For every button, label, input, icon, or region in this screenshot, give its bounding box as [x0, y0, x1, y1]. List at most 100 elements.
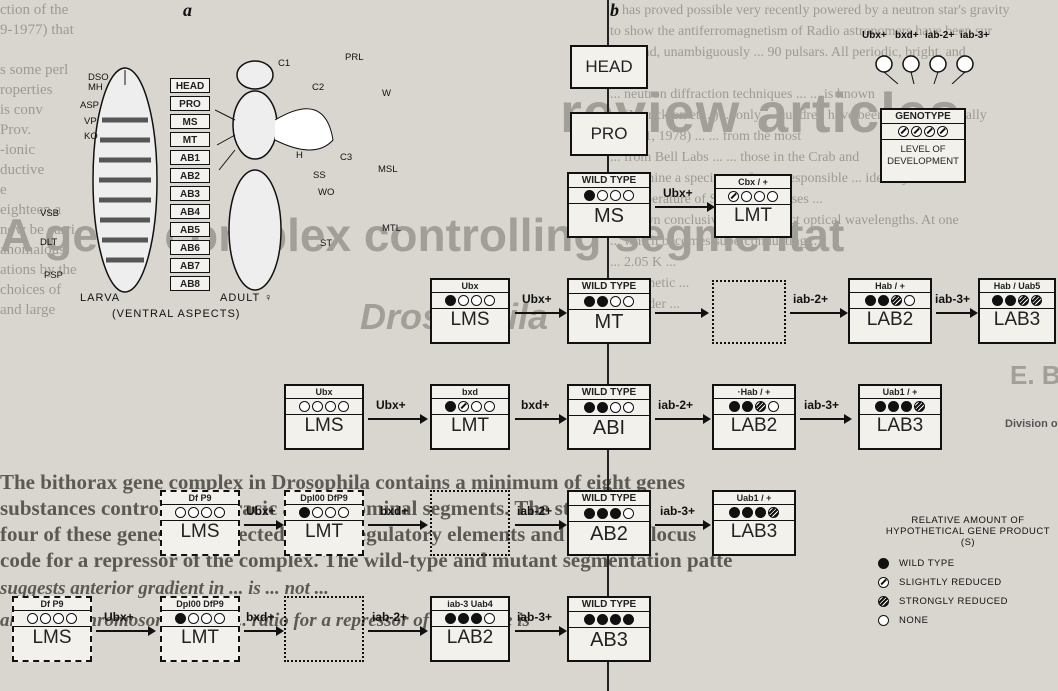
- gene-product-row: [432, 292, 508, 309]
- abstract-line: along the chromosome in the ... ratio fo…: [0, 610, 530, 631]
- gene-product-icon: [201, 507, 212, 518]
- gene-product-row: [286, 504, 362, 521]
- label-msl: MSL: [378, 164, 398, 175]
- ubx-ms-box: Ubx LMS: [430, 278, 510, 344]
- text-line: and large: [0, 302, 56, 318]
- gene-product-icon: [214, 507, 225, 518]
- arrow-label-bxd: bxd+: [521, 398, 550, 412]
- text-line: eighteen a: [0, 202, 62, 218]
- arrow-label-iab3: iab-3+: [660, 504, 696, 518]
- text-line: ... from Bell Labs ... ... those in the …: [610, 150, 860, 165]
- gene-product-row: [569, 399, 649, 416]
- gene-product-icon: [768, 401, 779, 412]
- gene-product-row: [569, 187, 649, 204]
- label-vsb: VSB: [40, 208, 60, 219]
- gene-product-icon: [66, 613, 77, 624]
- gene-product-icon: [901, 401, 912, 412]
- genotype-gene-bxd: bxd+: [895, 30, 919, 41]
- legend-item: SLIGHTLY REDUCED: [878, 573, 1058, 592]
- gene-product-row: [569, 293, 649, 310]
- legend-label: SLIGHTLY REDUCED: [899, 577, 1002, 588]
- arrow-label-iab2: iab-2+: [658, 398, 694, 412]
- gene-product-icon: [299, 507, 310, 518]
- box-label: AB3: [590, 629, 628, 651]
- head-block: HEAD: [570, 45, 648, 89]
- gene-product-row: [286, 398, 362, 415]
- box-label: MS: [594, 205, 624, 227]
- box-header: Ubx: [461, 281, 479, 291]
- box-header: ·Hab / +: [737, 387, 771, 397]
- box-header: Uab1 / +: [736, 493, 772, 503]
- legend-title: RELATIVE AMOUNT OF: [911, 515, 1025, 526]
- gene-product-icon: [888, 401, 899, 412]
- text-line: ... 1131, 1978) ... ... from the most: [610, 129, 802, 144]
- arrow: [655, 202, 715, 212]
- segment-axis-line: [607, 0, 609, 691]
- gene-product-icon: [338, 507, 349, 518]
- label-asp: ASP: [80, 100, 100, 111]
- strongly-reduced-icon: [878, 596, 889, 607]
- wild-type-icon: [878, 558, 889, 569]
- text-line: e: [0, 182, 7, 198]
- arrow: [655, 520, 711, 530]
- box-label: LMS: [180, 521, 220, 542]
- head-block-label: HEAD: [585, 57, 633, 76]
- genotype-gene-iab3: iab-3+: [960, 30, 990, 41]
- text-line: 9-1977) that: [0, 22, 74, 38]
- gene-product-icon: [214, 613, 225, 624]
- arrow-label-iab2: iab-2+: [793, 292, 829, 306]
- gene-product-row: [162, 610, 238, 627]
- ab1-wildtype-box: WILD TYPE ABI: [567, 384, 651, 450]
- gene-product-icon: [458, 613, 469, 624]
- box-label: LMT: [181, 627, 219, 648]
- gene-product-icon: [584, 190, 595, 201]
- panel-b-label: b: [610, 0, 619, 20]
- arrow-label-iab2: iab-2+: [517, 504, 553, 518]
- gene-product-icon: [610, 402, 621, 413]
- gene-product-icon: [445, 401, 456, 412]
- gene-product-icon: [610, 190, 621, 201]
- gene-product-icon: [767, 191, 778, 202]
- box-label: LAB2: [866, 309, 914, 330]
- text-line: It has proved possible very recently pow…: [610, 3, 1010, 18]
- gene-product-icon: [742, 401, 753, 412]
- mt-wildtype-box: WILD TYPE MT: [567, 278, 651, 344]
- text-line: ... 2.05 K ...: [610, 255, 677, 270]
- legend-title: HYPOTHETICAL GENE PRODUCT (S): [885, 526, 1051, 548]
- arrow-label-bxd: bxd+: [246, 610, 275, 624]
- arrow: [244, 520, 284, 530]
- cbx-box: Cbx / + LMT: [714, 174, 792, 238]
- arrow: [244, 626, 284, 636]
- gene-product-icon: [458, 401, 469, 412]
- box-label: LAB3: [993, 309, 1041, 330]
- gene-product-icon: [729, 401, 740, 412]
- arrow: [96, 626, 156, 636]
- arrow-label-iab2: iab-2+: [372, 610, 408, 624]
- gene-product-row: [569, 611, 649, 628]
- segment-ab1: AB1: [170, 150, 210, 165]
- gene-product-icon: [875, 401, 886, 412]
- genotype-subtitle: LEVEL OF DEVELOPMENT: [887, 144, 959, 167]
- box-header: Df P9: [188, 493, 212, 503]
- segment-head: HEAD: [170, 78, 210, 93]
- pro-block: PRO: [570, 112, 648, 156]
- text-line: choices of: [0, 282, 62, 298]
- box-header: WILD TYPE: [581, 281, 637, 292]
- gene-product-icon: [914, 401, 925, 412]
- box-header: Cbx / +: [738, 177, 768, 187]
- legend-item: NONE: [878, 611, 1058, 630]
- gene-product-icon: [299, 401, 310, 412]
- gene-product-icon: [728, 191, 739, 202]
- gene-product-icon: [623, 190, 634, 201]
- gene-product-icon: [471, 401, 482, 412]
- hab-ab2-box-2: ·Hab / + LAB2: [712, 384, 796, 450]
- arrow: [515, 626, 567, 636]
- arrow-label-iab3: iab-3+: [517, 610, 553, 624]
- gene-product-icon: [175, 613, 186, 624]
- gene-product-icon: [610, 508, 621, 519]
- segment-ab2: AB2: [170, 168, 210, 183]
- legend-label: STRONGLY REDUCED: [899, 596, 1008, 607]
- arrow: [368, 414, 428, 424]
- box-header: Uab1 / +: [882, 387, 918, 397]
- text-line: to show the antiferromagnetism of Radio …: [610, 24, 993, 39]
